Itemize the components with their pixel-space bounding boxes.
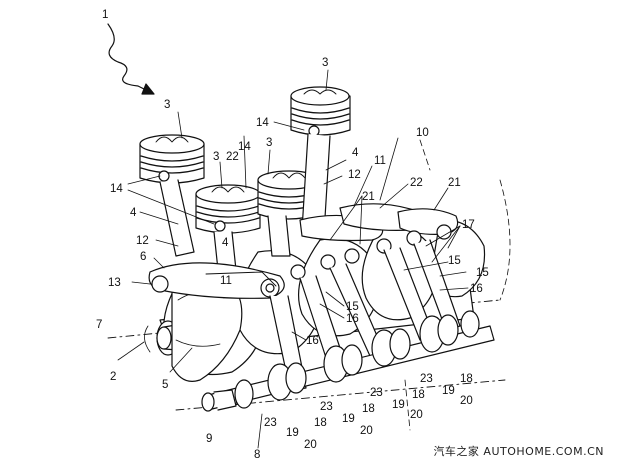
callout-10: 10: [416, 127, 429, 139]
callout-14-left: 14: [110, 183, 123, 195]
callout-2: 2: [110, 371, 116, 383]
leader-lines: [117, 69, 469, 449]
callout-19-1: 19: [286, 427, 299, 439]
piston-rear-right: [290, 86, 351, 137]
callout-16-right: 16: [470, 283, 483, 295]
callout-13: 13: [108, 277, 121, 289]
callout-3-mid-left: 3: [213, 151, 219, 163]
callout-14-upper: 14: [256, 117, 269, 129]
assembly-reference-arrow: [107, 23, 155, 95]
callout-3-top-left: 3: [164, 99, 170, 111]
callout-7: 7: [96, 319, 102, 331]
callout-19-2: 19: [342, 413, 355, 425]
callout-20-4: 20: [460, 395, 473, 407]
piston-rear-left: [139, 134, 205, 184]
callout-23-4: 23: [420, 373, 433, 385]
callout-15-right: 15: [448, 255, 461, 267]
callout-3-mid-right: 3: [266, 137, 272, 149]
callout-8: 8: [254, 449, 260, 461]
callout-9: 9: [206, 433, 212, 445]
callout-17: 17: [462, 219, 475, 231]
callout-20-2: 20: [360, 425, 373, 437]
callout-23-1: 23: [264, 417, 277, 429]
callout-15-far: 15: [476, 267, 489, 279]
callout-21-lower: 21: [362, 191, 375, 203]
connecting-rods: [159, 133, 331, 271]
callout-19-4: 19: [442, 385, 455, 397]
coupling-links: [148, 203, 459, 299]
callout-23-3: 23: [370, 387, 383, 399]
site-watermark: 汽车之家 AUTOHOME.COM.CN: [433, 445, 604, 458]
callout-22-left: 22: [226, 151, 239, 163]
callout-4-mid: 4: [222, 237, 229, 249]
callout-1: 1: [102, 9, 108, 21]
callout-20-3: 20: [410, 409, 423, 421]
callout-18-4: 18: [460, 373, 473, 385]
callout-21-upper: 21: [448, 177, 461, 189]
callout-labels: 1 3 3 3 3 3 14 14 14 22 22 4 4 4 10 11 1…: [96, 9, 489, 461]
callout-14-mid: 14: [238, 141, 251, 153]
callout-5: 5: [162, 379, 168, 391]
callout-19-3: 19: [392, 399, 405, 411]
callout-4-left: 4: [130, 207, 137, 219]
callout-22-right: 22: [410, 177, 423, 189]
callout-12-left: 12: [136, 235, 149, 247]
callout-12-right: 12: [348, 169, 361, 181]
callout-18-2: 18: [362, 403, 375, 415]
callout-11-right: 11: [374, 155, 386, 167]
piston-middle-left: [195, 184, 261, 234]
callout-16-left: 16: [306, 335, 319, 347]
callout-6: 6: [140, 251, 146, 263]
callout-4-right: 4: [352, 147, 359, 159]
callout-23-2: 23: [320, 401, 333, 413]
callout-20-1: 20: [304, 439, 317, 451]
callout-3-top-right: 3: [322, 57, 328, 69]
eccentric-shaft: [201, 310, 495, 412]
callout-18-3: 18: [412, 389, 425, 401]
callout-15-center: 15: [346, 301, 359, 313]
housing-outline: [404, 139, 511, 431]
callout-16-center: 16: [346, 313, 359, 325]
callout-11-left: 11: [220, 275, 232, 287]
callout-18-1: 18: [314, 417, 327, 429]
